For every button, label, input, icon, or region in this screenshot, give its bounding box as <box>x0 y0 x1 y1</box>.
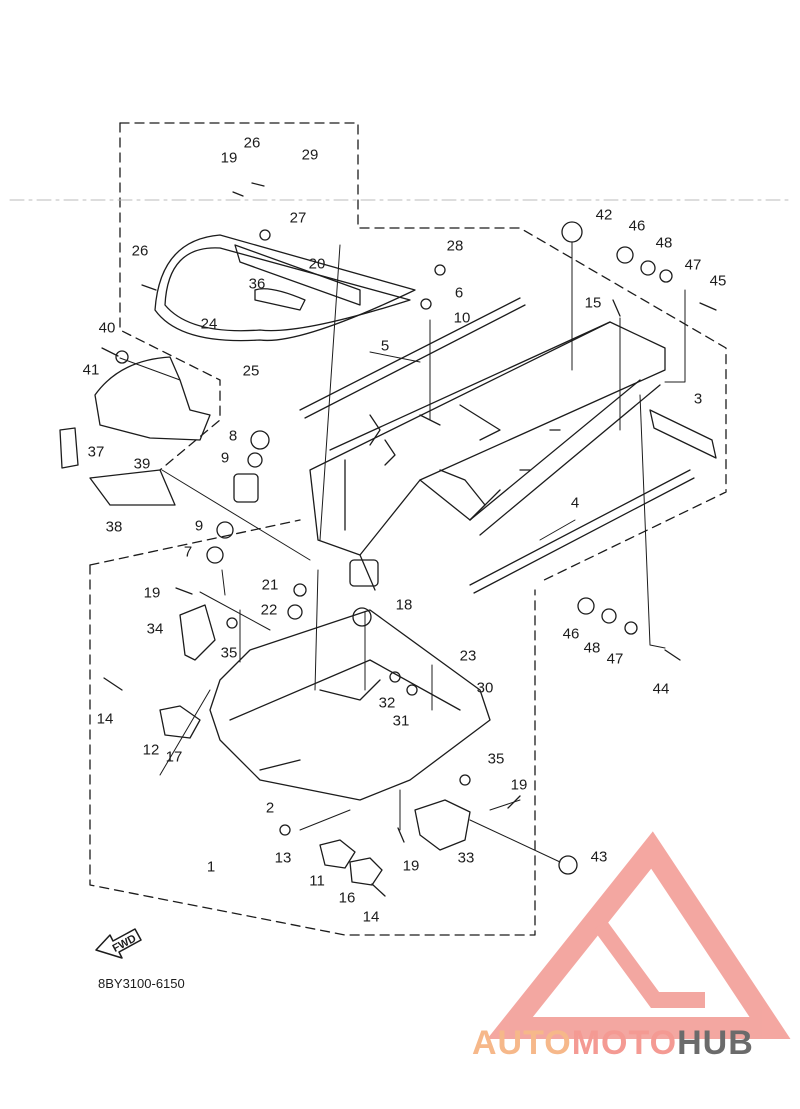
callout-35-left: 35 <box>220 644 238 662</box>
callout-4: 4 <box>570 494 580 512</box>
part-number: 8BY3100-6150 <box>98 976 185 991</box>
watermark-part-auto: AUTO <box>472 1024 572 1062</box>
callout-44: 44 <box>652 680 670 698</box>
callout-37: 37 <box>87 443 105 461</box>
callout-46-upper: 46 <box>628 217 646 235</box>
callout-12: 12 <box>142 741 160 759</box>
skid-plate-2 <box>209 609 491 801</box>
callout-13: 13 <box>274 849 292 867</box>
bumper-20 <box>234 244 361 306</box>
watermark-logo <box>487 831 791 1039</box>
callout-19-right: 19 <box>510 776 528 794</box>
callout-5: 5 <box>380 337 390 355</box>
guard-39 <box>94 356 211 441</box>
rail-3 <box>649 409 717 459</box>
callout-30: 30 <box>476 679 494 697</box>
lower-top-boundary <box>89 519 301 566</box>
watermark-part-moto: MOTO <box>571 1024 678 1062</box>
upper-assembly-boundary <box>119 122 727 583</box>
callout-29: 29 <box>301 146 319 164</box>
fwd-arrow-icon <box>95 928 142 959</box>
callout-41: 41 <box>82 361 100 379</box>
skid-inner <box>229 659 461 721</box>
callout-8: 8 <box>228 427 238 445</box>
callout-14-left: 14 <box>96 710 114 728</box>
callout-25: 25 <box>242 362 260 380</box>
sticker-37 <box>59 427 79 469</box>
bracket-33 <box>414 799 471 851</box>
callout-19-left: 19 <box>143 584 161 602</box>
callout-20: 20 <box>308 255 326 273</box>
callout-48-lower: 48 <box>583 639 601 657</box>
callout-26-top: 26 <box>243 134 261 152</box>
mount-11 <box>319 839 356 869</box>
callout-10: 10 <box>453 309 471 327</box>
callout-9-lower: 9 <box>194 517 204 535</box>
callout-16: 16 <box>338 889 356 907</box>
callout-21: 21 <box>261 576 279 594</box>
callout-28: 28 <box>446 237 464 255</box>
callout-23: 23 <box>459 647 477 665</box>
callout-7: 7 <box>183 543 193 561</box>
callout-2: 2 <box>265 799 275 817</box>
bracket-36 <box>254 288 306 311</box>
callout-24: 24 <box>200 315 218 333</box>
callout-46-lower: 46 <box>562 625 580 643</box>
callout-40: 40 <box>98 319 116 337</box>
watermark-text: AUTOMOTOHUB <box>472 1024 754 1063</box>
callout-19-bottom: 19 <box>402 857 420 875</box>
callout-39: 39 <box>133 455 151 473</box>
mount-12-17 <box>159 705 201 739</box>
callout-9-upper: 9 <box>220 449 230 467</box>
callout-34: 34 <box>146 620 164 638</box>
bumper-24 <box>164 247 411 332</box>
callout-36: 36 <box>248 275 266 293</box>
plate-38 <box>89 469 176 506</box>
callout-14-bottom: 14 <box>362 908 380 926</box>
mount-16 <box>349 857 383 886</box>
callout-45: 45 <box>709 272 727 290</box>
callout-1: 1 <box>206 858 216 876</box>
fwd-label: FWD <box>111 933 139 955</box>
callout-31: 31 <box>392 712 410 730</box>
lower-assembly-boundary <box>89 564 536 936</box>
callout-3: 3 <box>693 390 703 408</box>
callout-18: 18 <box>395 596 413 614</box>
callout-47-lower: 47 <box>606 650 624 668</box>
bracket-34 <box>179 604 216 661</box>
callout-48-upper: 48 <box>655 234 673 252</box>
callout-47-upper: 47 <box>684 256 702 274</box>
callout-35-right: 35 <box>487 750 505 768</box>
rail-4 <box>469 469 695 594</box>
callout-42: 42 <box>595 206 613 224</box>
callout-22: 22 <box>260 601 278 619</box>
main-frame <box>309 321 666 591</box>
callout-27: 27 <box>289 209 307 227</box>
callout-38: 38 <box>105 518 123 536</box>
callout-19-top: 19 <box>220 149 238 167</box>
callout-26-left: 26 <box>131 242 149 260</box>
callout-32: 32 <box>378 694 396 712</box>
leader-lines <box>119 241 686 863</box>
watermark-part-hub: HUB <box>677 1024 754 1062</box>
upper-left-boundary <box>119 122 221 471</box>
callout-15: 15 <box>584 294 602 312</box>
bumper-25 <box>154 234 416 342</box>
callout-33: 33 <box>457 849 475 867</box>
callout-6: 6 <box>454 284 464 302</box>
callout-17: 17 <box>165 748 183 766</box>
callout-11: 11 <box>309 872 325 890</box>
callout-43: 43 <box>590 848 608 866</box>
